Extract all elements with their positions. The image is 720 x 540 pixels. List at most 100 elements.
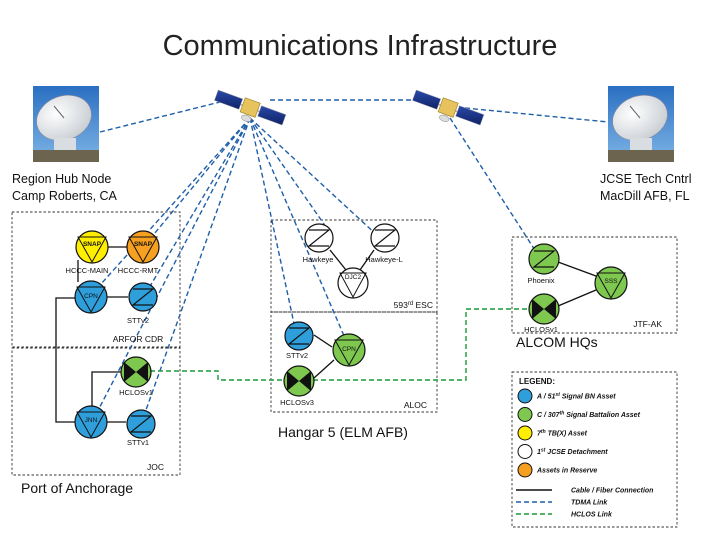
- sss-node: SSS: [594, 266, 628, 300]
- legend-label: 1st JCSE Detachment: [537, 448, 608, 457]
- phoenix-label: Phoenix: [527, 276, 554, 285]
- legend-swatch: [517, 425, 533, 441]
- tdma-link: [91, 117, 251, 295]
- djc2-node: DJC2: [337, 267, 369, 299]
- hclosv1-label: HCLOSv1: [524, 325, 558, 334]
- cable-link: [91, 371, 122, 408]
- legend-link-label: TDMA Link: [571, 500, 608, 507]
- hclos-links: [150, 308, 528, 381]
- esc-box: [270, 219, 438, 313]
- hccc-rmt-label: HCCC-RMT: [118, 266, 159, 275]
- node-type-label: SSS: [604, 278, 618, 285]
- legend-label: 7th TB(X) Asset: [537, 429, 588, 438]
- site-location: MacDill AFB, FL: [600, 189, 690, 203]
- hccc-main-node: SNAP: [75, 230, 109, 264]
- satellite-dish-icon: [33, 86, 99, 162]
- joc-label: JOC: [147, 462, 164, 472]
- cable-links: [55, 246, 597, 423]
- legend-label: C / 307th Signal Battalion Asset: [537, 411, 641, 420]
- cable-link: [557, 289, 597, 307]
- arfor-box: [11, 211, 181, 348]
- legend-swatch: [517, 462, 533, 478]
- legend-link-label: Cable / Fiber Connection: [571, 488, 653, 495]
- satellite-dish-icon: [608, 86, 674, 162]
- tdma-link: [449, 117, 541, 259]
- cable-link: [55, 297, 75, 423]
- cable-link: [359, 249, 375, 271]
- legend-label: Assets in Reserve: [536, 468, 597, 475]
- tdma-link: [140, 117, 251, 425]
- hawkeye-l-node: [370, 223, 400, 253]
- hclos-link: [313, 308, 528, 381]
- hccc-rmt-node: SNAP: [126, 230, 160, 264]
- site-name: JCSE Tech Cntrl: [600, 172, 692, 186]
- jtf-label: JTF-AK: [633, 319, 662, 329]
- tdma-link: [249, 117, 297, 334]
- hclosv3-label: HCLOSv3: [280, 398, 314, 407]
- satellite-icon: [412, 89, 485, 126]
- tdma-link: [249, 117, 349, 346]
- legend-link-label: HCLOS Link: [571, 512, 613, 519]
- node-type-label: DJC2: [345, 274, 362, 281]
- tdma-link: [142, 117, 251, 299]
- legend-swatch: [517, 407, 533, 422]
- sttv2-label: STTv2: [286, 351, 308, 360]
- jnn-node: JNN: [74, 405, 108, 439]
- site-location: Camp Roberts, CA: [12, 189, 117, 203]
- hclos-link: [150, 370, 285, 381]
- cable-link: [557, 261, 597, 277]
- arfor-label: ARFOR CDR: [113, 334, 164, 344]
- cable-link: [329, 249, 347, 271]
- legend-swatch: [517, 388, 533, 404]
- phoenix-node: [528, 243, 560, 275]
- esc-label: 593rd ESC: [394, 300, 433, 310]
- satellite-icon: [214, 89, 287, 126]
- tdma-link: [464, 107, 609, 123]
- legend-box: [511, 371, 678, 528]
- hawkeye-l-label: Hawkeye-L: [365, 255, 403, 264]
- hclosv1-node: [528, 293, 560, 325]
- sttv1-label: STTv1: [127, 438, 149, 447]
- tdma-links: [91, 99, 609, 425]
- sttv2-node: [128, 282, 158, 312]
- tdma-link: [249, 117, 380, 238]
- hclosv1-label: HCLOSv1: [119, 388, 153, 397]
- hclosv1-node: [120, 356, 152, 388]
- legend-label: A / 51st Signal BN Asset: [536, 392, 616, 401]
- joc-box: [11, 347, 181, 476]
- aloc-box: [270, 311, 438, 413]
- legend-swatch: [517, 444, 533, 459]
- node-type-label: CPN: [84, 293, 98, 300]
- tdma-link: [91, 117, 251, 423]
- site-name: Region Hub Node: [12, 172, 112, 186]
- node-type-label: SNAP: [83, 241, 102, 248]
- legend-title: LEGEND:: [519, 377, 555, 386]
- hccc-main-label: HCCC-MAIN: [66, 266, 109, 275]
- hawkeye-label: Hawkeye: [303, 255, 334, 264]
- hclosv3-node: [283, 365, 315, 397]
- sttv2-label: STTv2: [127, 316, 149, 325]
- anchorage-area-label: Port of Anchorage: [21, 480, 134, 496]
- sttv2-node: [284, 321, 314, 351]
- region-hub-site: Region Hub Node Camp Roberts, CA: [12, 171, 117, 205]
- tdma-link: [144, 117, 251, 246]
- page-title: Communications Infrastructure: [162, 30, 558, 62]
- tdma-link: [99, 99, 229, 133]
- aloc-label: ALOC: [404, 400, 427, 410]
- site-boxes: [11, 211, 678, 528]
- jcse-site: JCSE Tech Cntrl MacDill AFB, FL: [600, 171, 691, 205]
- cpn-node: CPN: [74, 280, 108, 314]
- legend: LEGEND: A / 51st Signal BN Asset C / 307t…: [516, 377, 653, 519]
- node-type-label: SNAP: [134, 241, 153, 248]
- cable-link: [313, 359, 335, 379]
- node-type-label: JNN: [85, 417, 98, 424]
- tdma-link: [249, 117, 334, 238]
- alcom-area-label: ALCOM HQs: [516, 334, 598, 350]
- node-type-label: CPN: [342, 346, 356, 353]
- jtf-box: [511, 236, 678, 334]
- sttv1-node: [126, 409, 156, 439]
- hangar-area-label: Hangar 5 (ELM AFB): [278, 424, 408, 440]
- cable-link: [313, 334, 333, 348]
- hawkeye-node: [304, 223, 334, 253]
